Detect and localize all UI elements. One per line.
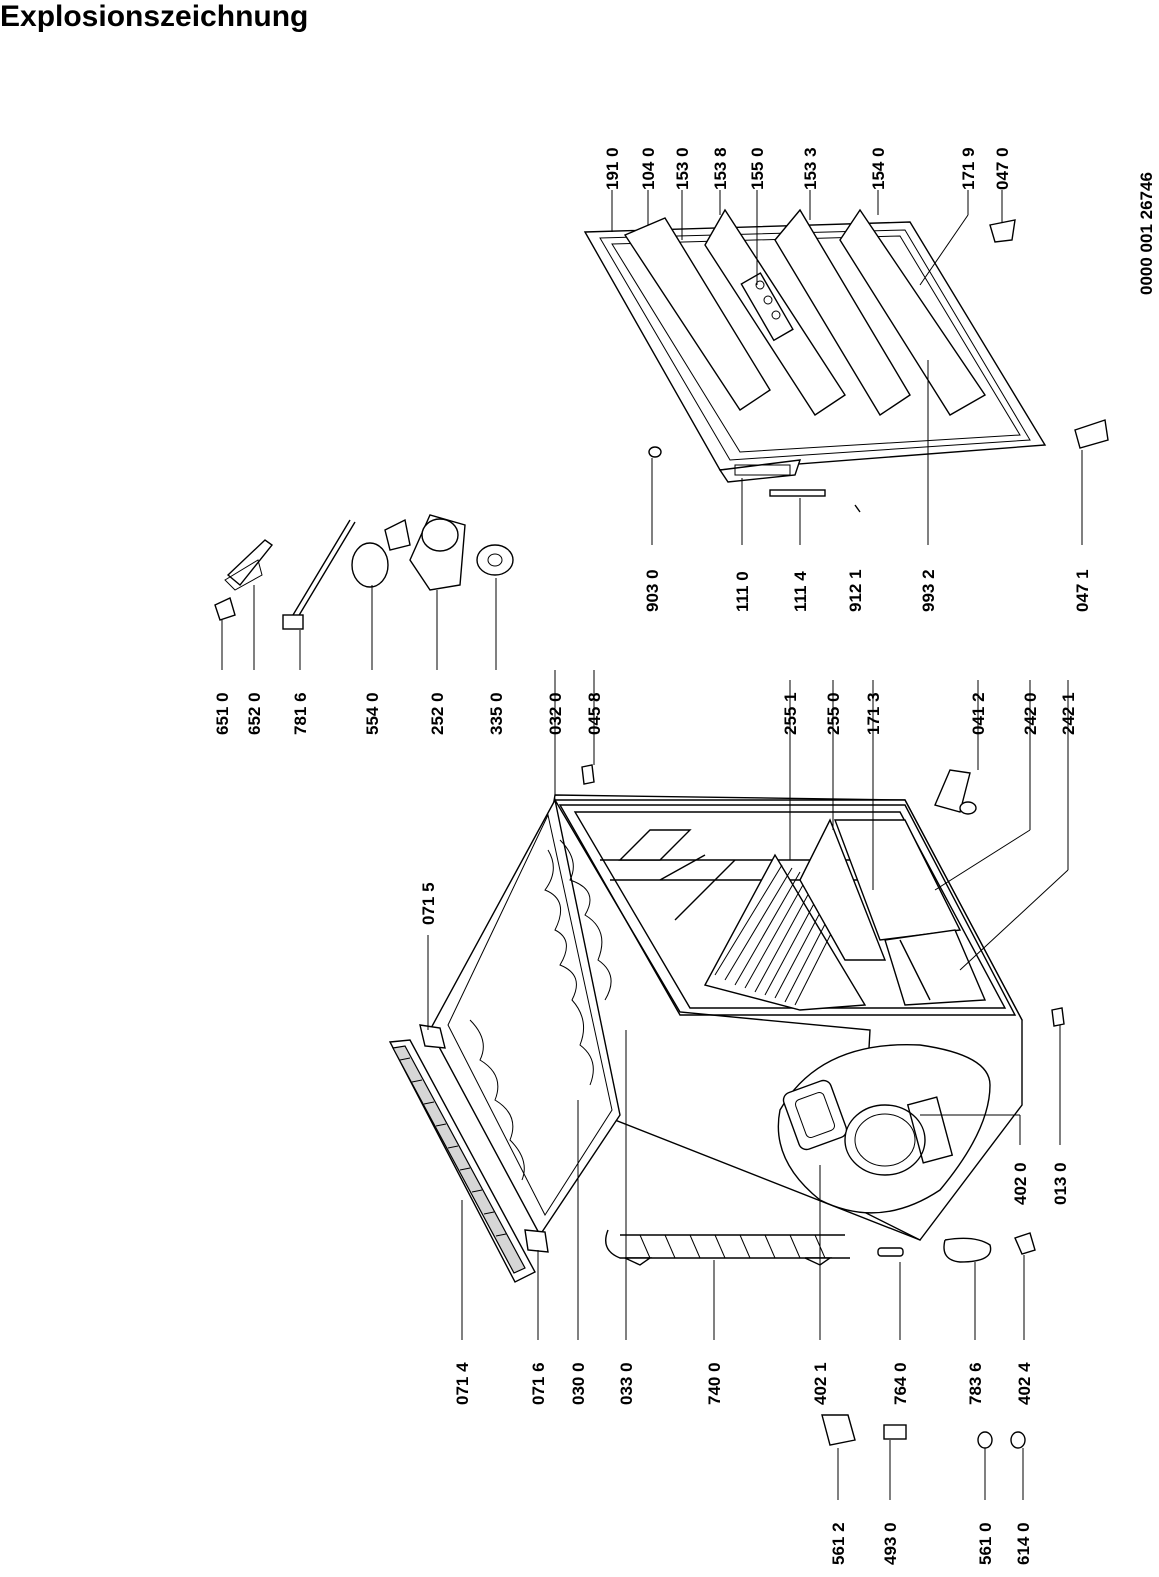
label-071-4: 071 4 bbox=[453, 1362, 472, 1405]
cabinet-illustration bbox=[429, 794, 1023, 1266]
label-047-1: 047 1 bbox=[1073, 569, 1092, 612]
leader-lines bbox=[221, 190, 1083, 1500]
label-652-0: 652 0 bbox=[245, 692, 264, 735]
label-561-0: 561 0 bbox=[976, 1522, 995, 1565]
label-071-6: 071 6 bbox=[529, 1362, 548, 1405]
label-045-8: 045 8 bbox=[585, 692, 604, 735]
label-493-0: 493 0 bbox=[881, 1522, 900, 1565]
label-561-2: 561 2 bbox=[829, 1522, 848, 1565]
page-title: Explosionszeichnung bbox=[0, 0, 309, 33]
label-032-0: 032 0 bbox=[546, 692, 565, 735]
label-781-6: 781 6 bbox=[291, 692, 310, 735]
label-783-6: 783 6 bbox=[966, 1362, 985, 1405]
label-071-5: 071 5 bbox=[419, 882, 438, 925]
label-651-0: 651 0 bbox=[213, 692, 232, 735]
label-402-4: 402 4 bbox=[1015, 1362, 1034, 1405]
label-033-0: 033 0 bbox=[617, 1362, 636, 1405]
label-554-0: 554 0 bbox=[363, 692, 382, 735]
top-cover-illustration bbox=[388, 1024, 549, 1283]
label-171-9: 171 9 bbox=[959, 147, 978, 190]
label-255-0: 255 0 bbox=[824, 692, 843, 735]
label-171-3: 171 3 bbox=[864, 692, 883, 735]
label-903-0: 903 0 bbox=[643, 569, 662, 612]
label-153-3: 153 3 bbox=[801, 147, 820, 190]
label-255-1: 255 1 bbox=[781, 692, 800, 735]
door-illustration bbox=[583, 208, 1047, 483]
thermostat-parts bbox=[214, 514, 514, 630]
label-153-8: 153 8 bbox=[711, 147, 730, 190]
label-041-2: 041 2 bbox=[969, 692, 988, 735]
drawing-number: 0000 001 26746 bbox=[1137, 172, 1156, 295]
label-402-0: 402 0 bbox=[1011, 1162, 1030, 1205]
label-764-0: 764 0 bbox=[891, 1362, 910, 1405]
label-047-0: 047 0 bbox=[993, 147, 1012, 190]
label-153-0: 153 0 bbox=[673, 147, 692, 190]
small-parts-left bbox=[581, 219, 1109, 1449]
label-335-0: 335 0 bbox=[487, 692, 506, 735]
label-155-0: 155 0 bbox=[748, 147, 767, 190]
label-912-1: 912 1 bbox=[846, 569, 865, 612]
label-111-0: 111 0 bbox=[733, 571, 752, 612]
label-104-0: 104 0 bbox=[639, 147, 658, 190]
label-111-4: 111 4 bbox=[791, 571, 810, 612]
label-614-0: 614 0 bbox=[1014, 1522, 1033, 1565]
label-740-0: 740 0 bbox=[705, 1362, 724, 1405]
label-154-0: 154 0 bbox=[869, 147, 888, 190]
label-242-0: 242 0 bbox=[1021, 692, 1040, 735]
label-242-1: 242 1 bbox=[1059, 692, 1078, 735]
label-030-0: 030 0 bbox=[569, 1362, 588, 1405]
label-402-1: 402 1 bbox=[811, 1362, 830, 1405]
label-013-0: 013 0 bbox=[1051, 1162, 1070, 1205]
label-191-0: 191 0 bbox=[603, 147, 622, 190]
label-993-2: 993 2 bbox=[919, 569, 938, 612]
label-252-0: 252 0 bbox=[428, 692, 447, 735]
